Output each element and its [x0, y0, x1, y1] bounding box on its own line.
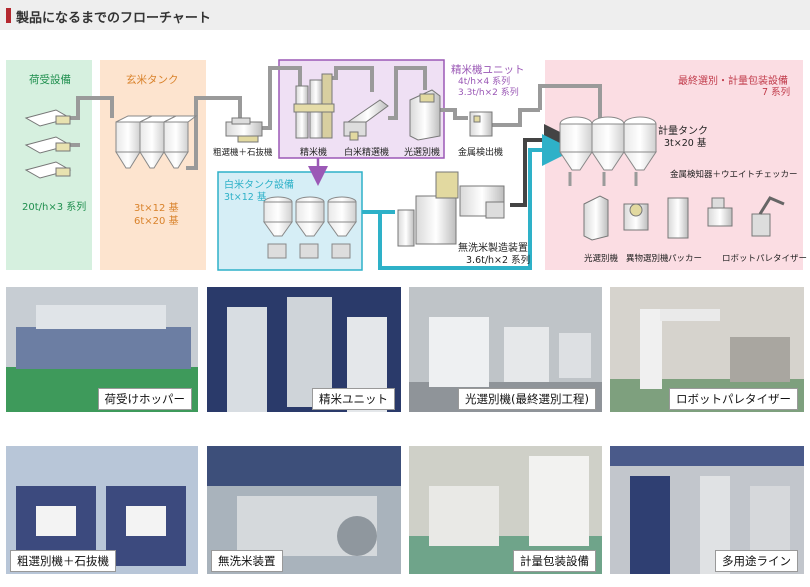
polishing-unit-spec2: 3.3t/h×2 系列: [458, 88, 519, 98]
photo-caption: 計量包装設備: [513, 550, 596, 572]
page-title: 製品になるまでのフローチャート: [16, 11, 211, 26]
final-optical-sorter-label: 光選別機: [584, 254, 619, 264]
brown-rice-tank-spec2: 6t×20 基: [134, 216, 179, 227]
photo-weighing-packaging: 計量包装設備: [409, 446, 602, 574]
white-rice-sorter-label: 白米精選機: [344, 148, 390, 158]
robot-palletizer-label: ロボットパレタイザー: [722, 254, 808, 264]
photo-caption: 光選別機(最終選別工程): [458, 388, 596, 410]
photo-receiving-hopper: 荷受けホッパー: [6, 287, 198, 412]
white-rice-sorter-machine: [343, 99, 389, 141]
photo-wash-free-equipment: 無洗米装置: [207, 446, 401, 574]
packer-label: パッカー: [668, 254, 703, 264]
photo-optical-sorter: 光選別機(最終選別工程): [409, 287, 602, 412]
photo-caption: 多用途ライン: [715, 550, 798, 572]
photo-polishing-unit: 精米ユニット: [207, 287, 401, 412]
photo-multipurpose-line: 多用途ライン: [610, 446, 804, 574]
white-rice-tank-spec: 3t×12 基: [224, 192, 267, 203]
brown-rice-tank-title: 玄米タンク: [126, 74, 179, 86]
optical-sorter-machine: [409, 89, 441, 141]
white-rice-tank-title: 白米タンク設備: [224, 180, 294, 191]
photo-caption: 無洗米装置: [211, 550, 283, 572]
polisher-label: 精米機: [300, 148, 328, 158]
final-process-spec: 7 系列: [762, 87, 791, 98]
photo-caption: 精米ユニット: [312, 388, 395, 410]
photo-caption: ロボットパレタイザー: [669, 388, 798, 410]
polishing-unit-spec1: 4t/h×4 系列: [458, 77, 511, 87]
photo-rough-sorter: 粗選別機＋石抜機: [6, 446, 198, 574]
polisher-machine: [293, 73, 335, 139]
weighing-tanks: [559, 116, 657, 171]
receiving-title: 荷受設備: [29, 74, 71, 86]
wash-free-title: 無洗米製造装置: [458, 243, 528, 254]
title-bar: [0, 0, 810, 30]
white-rice-tanks: [263, 196, 357, 259]
photo-caption: 荷受けホッパー: [97, 388, 192, 410]
gray-pipes: [66, 66, 602, 170]
metal-detector-label: 金属検出機: [458, 148, 504, 158]
wash-free-spec: 3.6t/h×2 系列: [466, 255, 531, 266]
brown-rice-tank-spec1: 3t×12 基: [134, 203, 179, 214]
polishing-unit-title: 精米機ユニット: [451, 64, 525, 76]
metal-detector-machine: [469, 111, 493, 137]
weighing-tank-spec: 3t×20 基: [664, 138, 707, 149]
wash-free-machine: [397, 171, 505, 247]
title-accent-mark: [6, 8, 11, 23]
final-process-title: 最終選別・計量包装設備: [678, 76, 788, 87]
photo-robot-palletizer: ロボットパレタイザー: [610, 287, 804, 412]
photo-caption: 粗選別機＋石抜機: [10, 550, 116, 572]
final-line-machines: [583, 195, 785, 241]
rough-sorter-label: 粗選機＋石抜機: [213, 148, 273, 158]
foreign-matter-sorter-label: 異物選別機: [626, 254, 669, 264]
optical-sorter-label: 光選別機: [404, 148, 441, 158]
rough-sorter-machine: [225, 117, 263, 143]
brown-rice-tanks: [115, 115, 198, 169]
metal-weight-checker-label: 金属検知器＋ウエイトチェッカー: [670, 170, 798, 180]
receiving-capacity: 20t/h×3 系列: [22, 202, 87, 213]
flowchart-diagram: [6, 59, 803, 271]
weighing-tank-title: 計量タンク: [658, 126, 708, 137]
receiving-hoppers: [24, 109, 72, 179]
cyan-pipes: [362, 134, 574, 270]
